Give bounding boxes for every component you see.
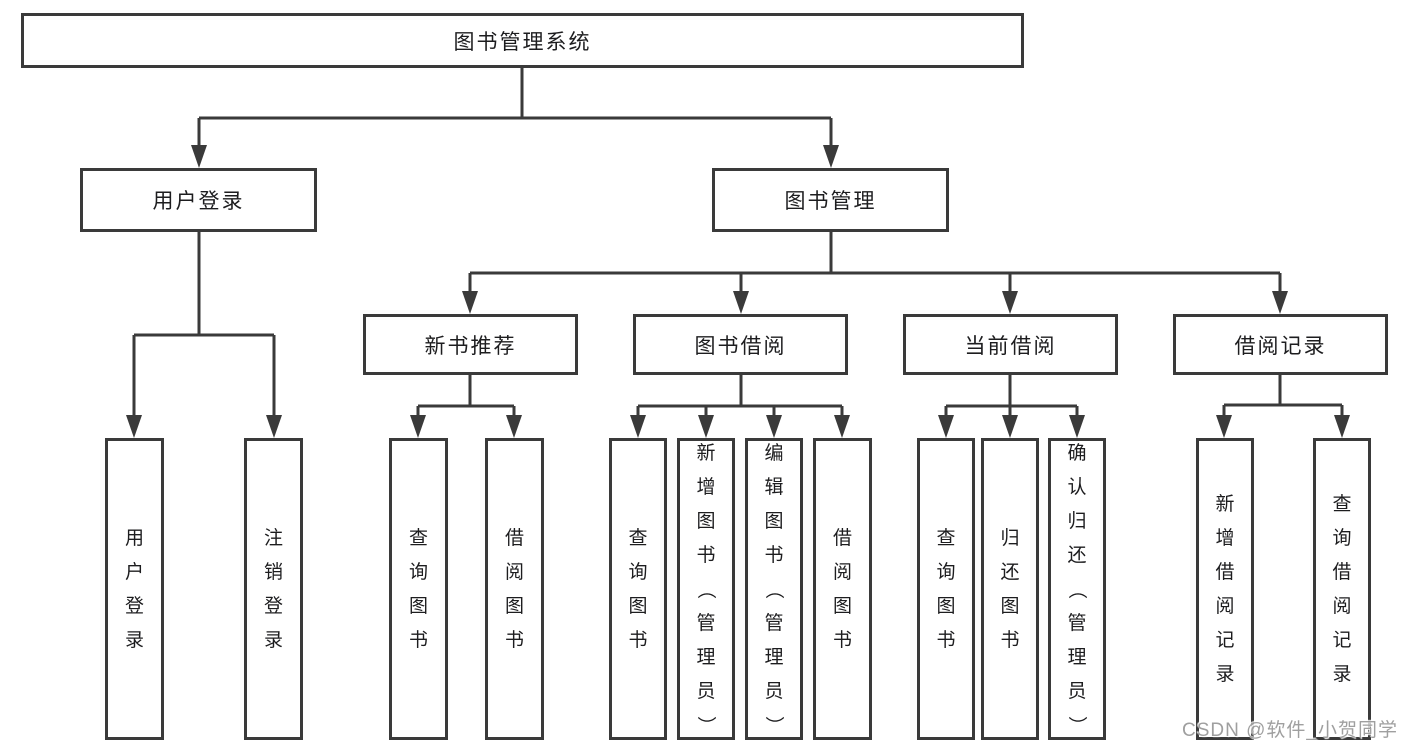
leaf-logout: 注销登录 — [244, 438, 303, 740]
leaf-recommend-borrow-book-label: 借阅图书 — [504, 527, 524, 651]
node-book-borrowing: 图书借阅 — [633, 314, 848, 375]
arrowhead-icon — [1334, 415, 1350, 438]
node-book-borrowing-label: 图书借阅 — [694, 334, 787, 358]
arrowhead-icon — [834, 415, 850, 438]
arrowhead-icon — [823, 145, 839, 168]
leaf-recommend-borrow-book: 借阅图书 — [485, 438, 544, 740]
leaf-borrowing-query-book: 查询图书 — [609, 438, 667, 740]
node-user-login-label: 用户登录 — [152, 190, 245, 213]
leaf-confirm-return-admin-label: 确认归还（管理员） — [1066, 442, 1088, 735]
leaf-user-login: 用户登录 — [105, 438, 164, 740]
leaf-logout-label: 注销登录 — [263, 527, 283, 651]
leaf-add-book-admin: 新增图书（管理员） — [677, 438, 735, 740]
arrowhead-icon — [1272, 291, 1288, 314]
arrowhead-icon — [462, 291, 478, 314]
arrowhead-icon — [506, 415, 522, 438]
node-new-book-recommendation-label: 新书推荐 — [424, 334, 517, 358]
leaf-current-query-book-label: 查询图书 — [936, 527, 956, 651]
node-root: 图书管理系统 — [21, 13, 1024, 68]
leaf-add-borrow-record-label: 新增借阅记录 — [1215, 493, 1235, 685]
leaf-add-borrow-record: 新增借阅记录 — [1196, 438, 1254, 740]
arrowhead-icon — [938, 415, 954, 438]
leaf-query-borrow-record-label: 查询借阅记录 — [1332, 493, 1352, 685]
arrowhead-icon — [1216, 415, 1232, 438]
node-borrowing-records: 借阅记录 — [1173, 314, 1388, 375]
leaf-return-book: 归还图书 — [981, 438, 1039, 740]
arrowhead-icon — [630, 415, 646, 438]
node-new-book-recommendation: 新书推荐 — [363, 314, 578, 375]
node-book-management-label: 图书管理 — [784, 190, 877, 213]
leaf-borrow-book: 借阅图书 — [813, 438, 872, 740]
watermark: CSDN @软件_小贺同学 — [1182, 720, 1398, 741]
leaf-recommend-query-book-label: 查询图书 — [408, 527, 428, 651]
leaf-return-book-label: 归还图书 — [1000, 527, 1020, 651]
arrowhead-icon — [410, 415, 426, 438]
arrowhead-icon — [698, 415, 714, 438]
leaf-user-login-label: 用户登录 — [124, 527, 144, 651]
arrowhead-icon — [733, 291, 749, 314]
node-user-login: 用户登录 — [80, 168, 317, 232]
leaf-current-query-book: 查询图书 — [917, 438, 975, 740]
node-borrowing-records-label: 借阅记录 — [1234, 334, 1327, 358]
leaf-add-book-admin-label: 新增图书（管理员） — [695, 442, 717, 735]
leaf-confirm-return-admin: 确认归还（管理员） — [1048, 438, 1106, 740]
leaf-query-borrow-record: 查询借阅记录 — [1313, 438, 1371, 740]
leaf-recommend-query-book: 查询图书 — [389, 438, 448, 740]
node-root-label: 图书管理系统 — [453, 30, 592, 54]
arrowhead-icon — [191, 145, 207, 168]
node-current-borrowing: 当前借阅 — [903, 314, 1118, 375]
leaf-edit-book-admin: 编辑图书（管理员） — [745, 438, 803, 740]
node-current-borrowing-label: 当前借阅 — [964, 334, 1057, 358]
arrowhead-icon — [1002, 415, 1018, 438]
leaf-borrowing-query-book-label: 查询图书 — [628, 527, 648, 651]
arrowhead-icon — [1002, 291, 1018, 314]
arrowhead-icon — [126, 415, 142, 438]
node-book-management: 图书管理 — [712, 168, 949, 232]
arrowhead-icon — [266, 415, 282, 438]
arrowhead-icon — [766, 415, 782, 438]
leaf-borrow-book-label: 借阅图书 — [832, 527, 852, 651]
leaf-edit-book-admin-label: 编辑图书（管理员） — [763, 442, 785, 735]
arrowhead-icon — [1069, 415, 1085, 438]
